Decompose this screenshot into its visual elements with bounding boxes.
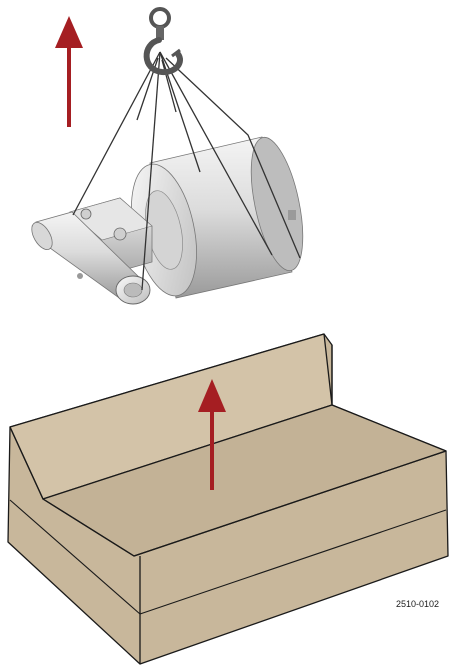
shipping-box-icon bbox=[7, 333, 449, 665]
instrument-pipe bbox=[31, 211, 151, 305]
lift-up-arrow-icon bbox=[55, 16, 83, 127]
box-lift-arrow-icon bbox=[198, 379, 226, 490]
instrument bbox=[31, 136, 304, 305]
crane-hook-icon bbox=[143, 7, 183, 76]
figure-code: 2510-0102 bbox=[396, 599, 440, 609]
instrument-drum bbox=[131, 136, 304, 299]
